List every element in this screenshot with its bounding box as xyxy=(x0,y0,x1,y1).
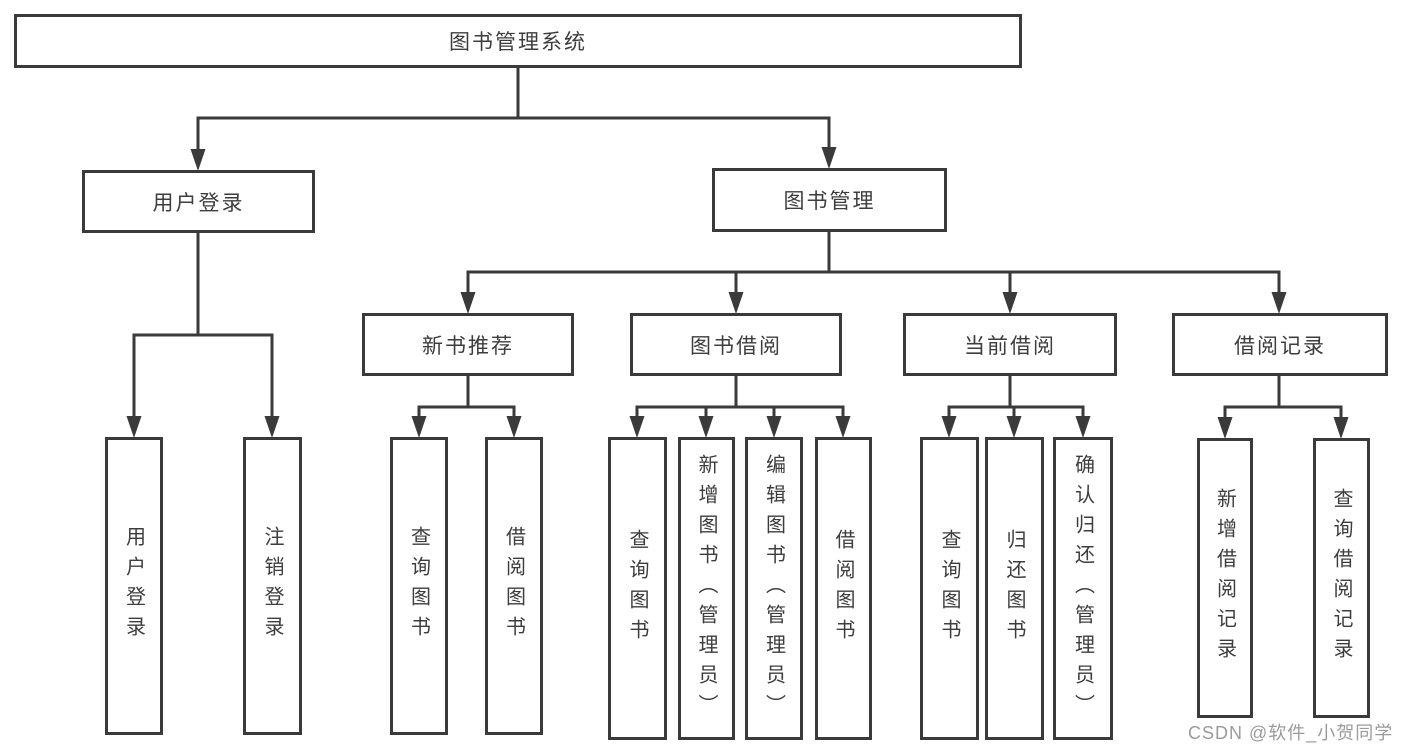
leaf-query-borrow-record: 查询借阅记录 xyxy=(1313,438,1370,718)
arrow-down-icon xyxy=(1006,416,1022,438)
leaf-borrow-books-label: 借阅图书 xyxy=(832,528,854,649)
connector-recommend-to-leaves xyxy=(417,376,516,421)
leaf-confirm-return-admin-label: 确认归还（管理员） xyxy=(1071,453,1094,724)
arrow-down-icon xyxy=(190,149,206,171)
node-current-borrow: 当前借阅 xyxy=(903,313,1117,376)
leaf-query-books-borrow: 查询图书 xyxy=(608,437,667,740)
arrow-down-icon xyxy=(264,416,280,438)
node-root-label: 图书管理系统 xyxy=(449,31,587,54)
leaf-query-books-recommend: 查询图书 xyxy=(390,437,448,735)
connector-bookmgmt-to-level3 xyxy=(466,232,1281,297)
node-new-book-recommend-label: 新书推荐 xyxy=(422,334,514,358)
leaf-edit-books-admin-label: 编辑图书（管理员） xyxy=(762,453,785,724)
arrow-down-icon xyxy=(766,416,782,438)
arrow-down-icon xyxy=(728,292,744,314)
connector-borrow-to-leaves xyxy=(635,376,845,421)
arrow-down-icons xyxy=(126,147,1349,439)
node-borrow-records-label: 借阅记录 xyxy=(1234,334,1326,358)
leaf-query-books-borrow-label: 查询图书 xyxy=(626,528,648,649)
arrow-down-icon xyxy=(698,416,714,438)
leaf-add-borrow-record: 新增借阅记录 xyxy=(1197,438,1253,718)
leaf-user-login: 用户登录 xyxy=(105,437,163,735)
leaf-borrow-books-recommend: 借阅图书 xyxy=(485,437,543,735)
node-user-login: 用户登录 xyxy=(82,170,315,233)
node-book-management: 图书管理 xyxy=(712,168,947,232)
node-book-borrow: 图书借阅 xyxy=(630,313,842,376)
arrow-down-icon xyxy=(1075,416,1091,438)
csdn-watermark: CSDN @软件_小贺同学 xyxy=(1188,723,1394,743)
arrow-down-icon xyxy=(411,416,427,438)
node-root-system: 图书管理系统 xyxy=(14,14,1022,68)
arrow-down-icon xyxy=(629,416,645,438)
leaf-logout: 注销登录 xyxy=(243,437,302,735)
leaf-user-login-label: 用户登录 xyxy=(122,526,145,646)
arrow-down-icon xyxy=(1002,292,1018,314)
arrow-down-icon xyxy=(1217,417,1233,439)
connector-root-to-level2 xyxy=(196,67,831,153)
connector-current-to-leaves xyxy=(947,376,1085,421)
arrow-down-icon xyxy=(1333,417,1349,439)
node-book-borrow-label: 图书借阅 xyxy=(690,334,782,358)
node-user-login-label: 用户登录 xyxy=(152,191,245,215)
leaf-return-books-label: 归还图书 xyxy=(1003,528,1025,649)
leaf-query-books-current-label: 查询图书 xyxy=(938,528,960,649)
arrow-down-icon xyxy=(941,416,957,438)
leaf-add-books-admin: 新增图书（管理员） xyxy=(678,437,735,740)
leaf-add-books-admin-label: 新增图书（管理员） xyxy=(695,453,717,724)
leaf-query-borrow-record-label: 查询借阅记录 xyxy=(1330,488,1352,668)
leaf-return-books: 归还图书 xyxy=(985,437,1044,740)
arrow-down-icon xyxy=(1271,292,1287,314)
leaf-query-books-recommend-label: 查询图书 xyxy=(407,526,430,646)
leaf-edit-books-admin: 编辑图书（管理员） xyxy=(745,437,803,740)
leaf-confirm-return-admin: 确认归还（管理员） xyxy=(1053,437,1113,740)
leaf-add-borrow-record-label: 新增借阅记录 xyxy=(1213,488,1236,668)
leaf-query-books-current: 查询图书 xyxy=(920,437,979,740)
arrow-down-icon xyxy=(126,416,142,438)
leaf-borrow-books: 借阅图书 xyxy=(815,437,872,740)
node-borrow-records: 借阅记录 xyxy=(1172,313,1388,376)
node-book-management-label: 图书管理 xyxy=(783,190,876,213)
node-current-borrow-label: 当前借阅 xyxy=(964,334,1056,358)
leaf-borrow-books-recommend-label: 借阅图书 xyxy=(502,526,525,646)
arrow-down-icon xyxy=(460,292,476,314)
leaf-logout-label: 注销登录 xyxy=(261,526,283,646)
arrow-down-icon xyxy=(835,416,851,438)
arrow-down-icon xyxy=(506,416,522,438)
connector-userlogin-to-leaves xyxy=(132,233,274,421)
node-new-book-recommend: 新书推荐 xyxy=(362,313,574,376)
connector-records-to-leaves xyxy=(1223,376,1343,422)
arrow-down-icon xyxy=(821,147,837,169)
